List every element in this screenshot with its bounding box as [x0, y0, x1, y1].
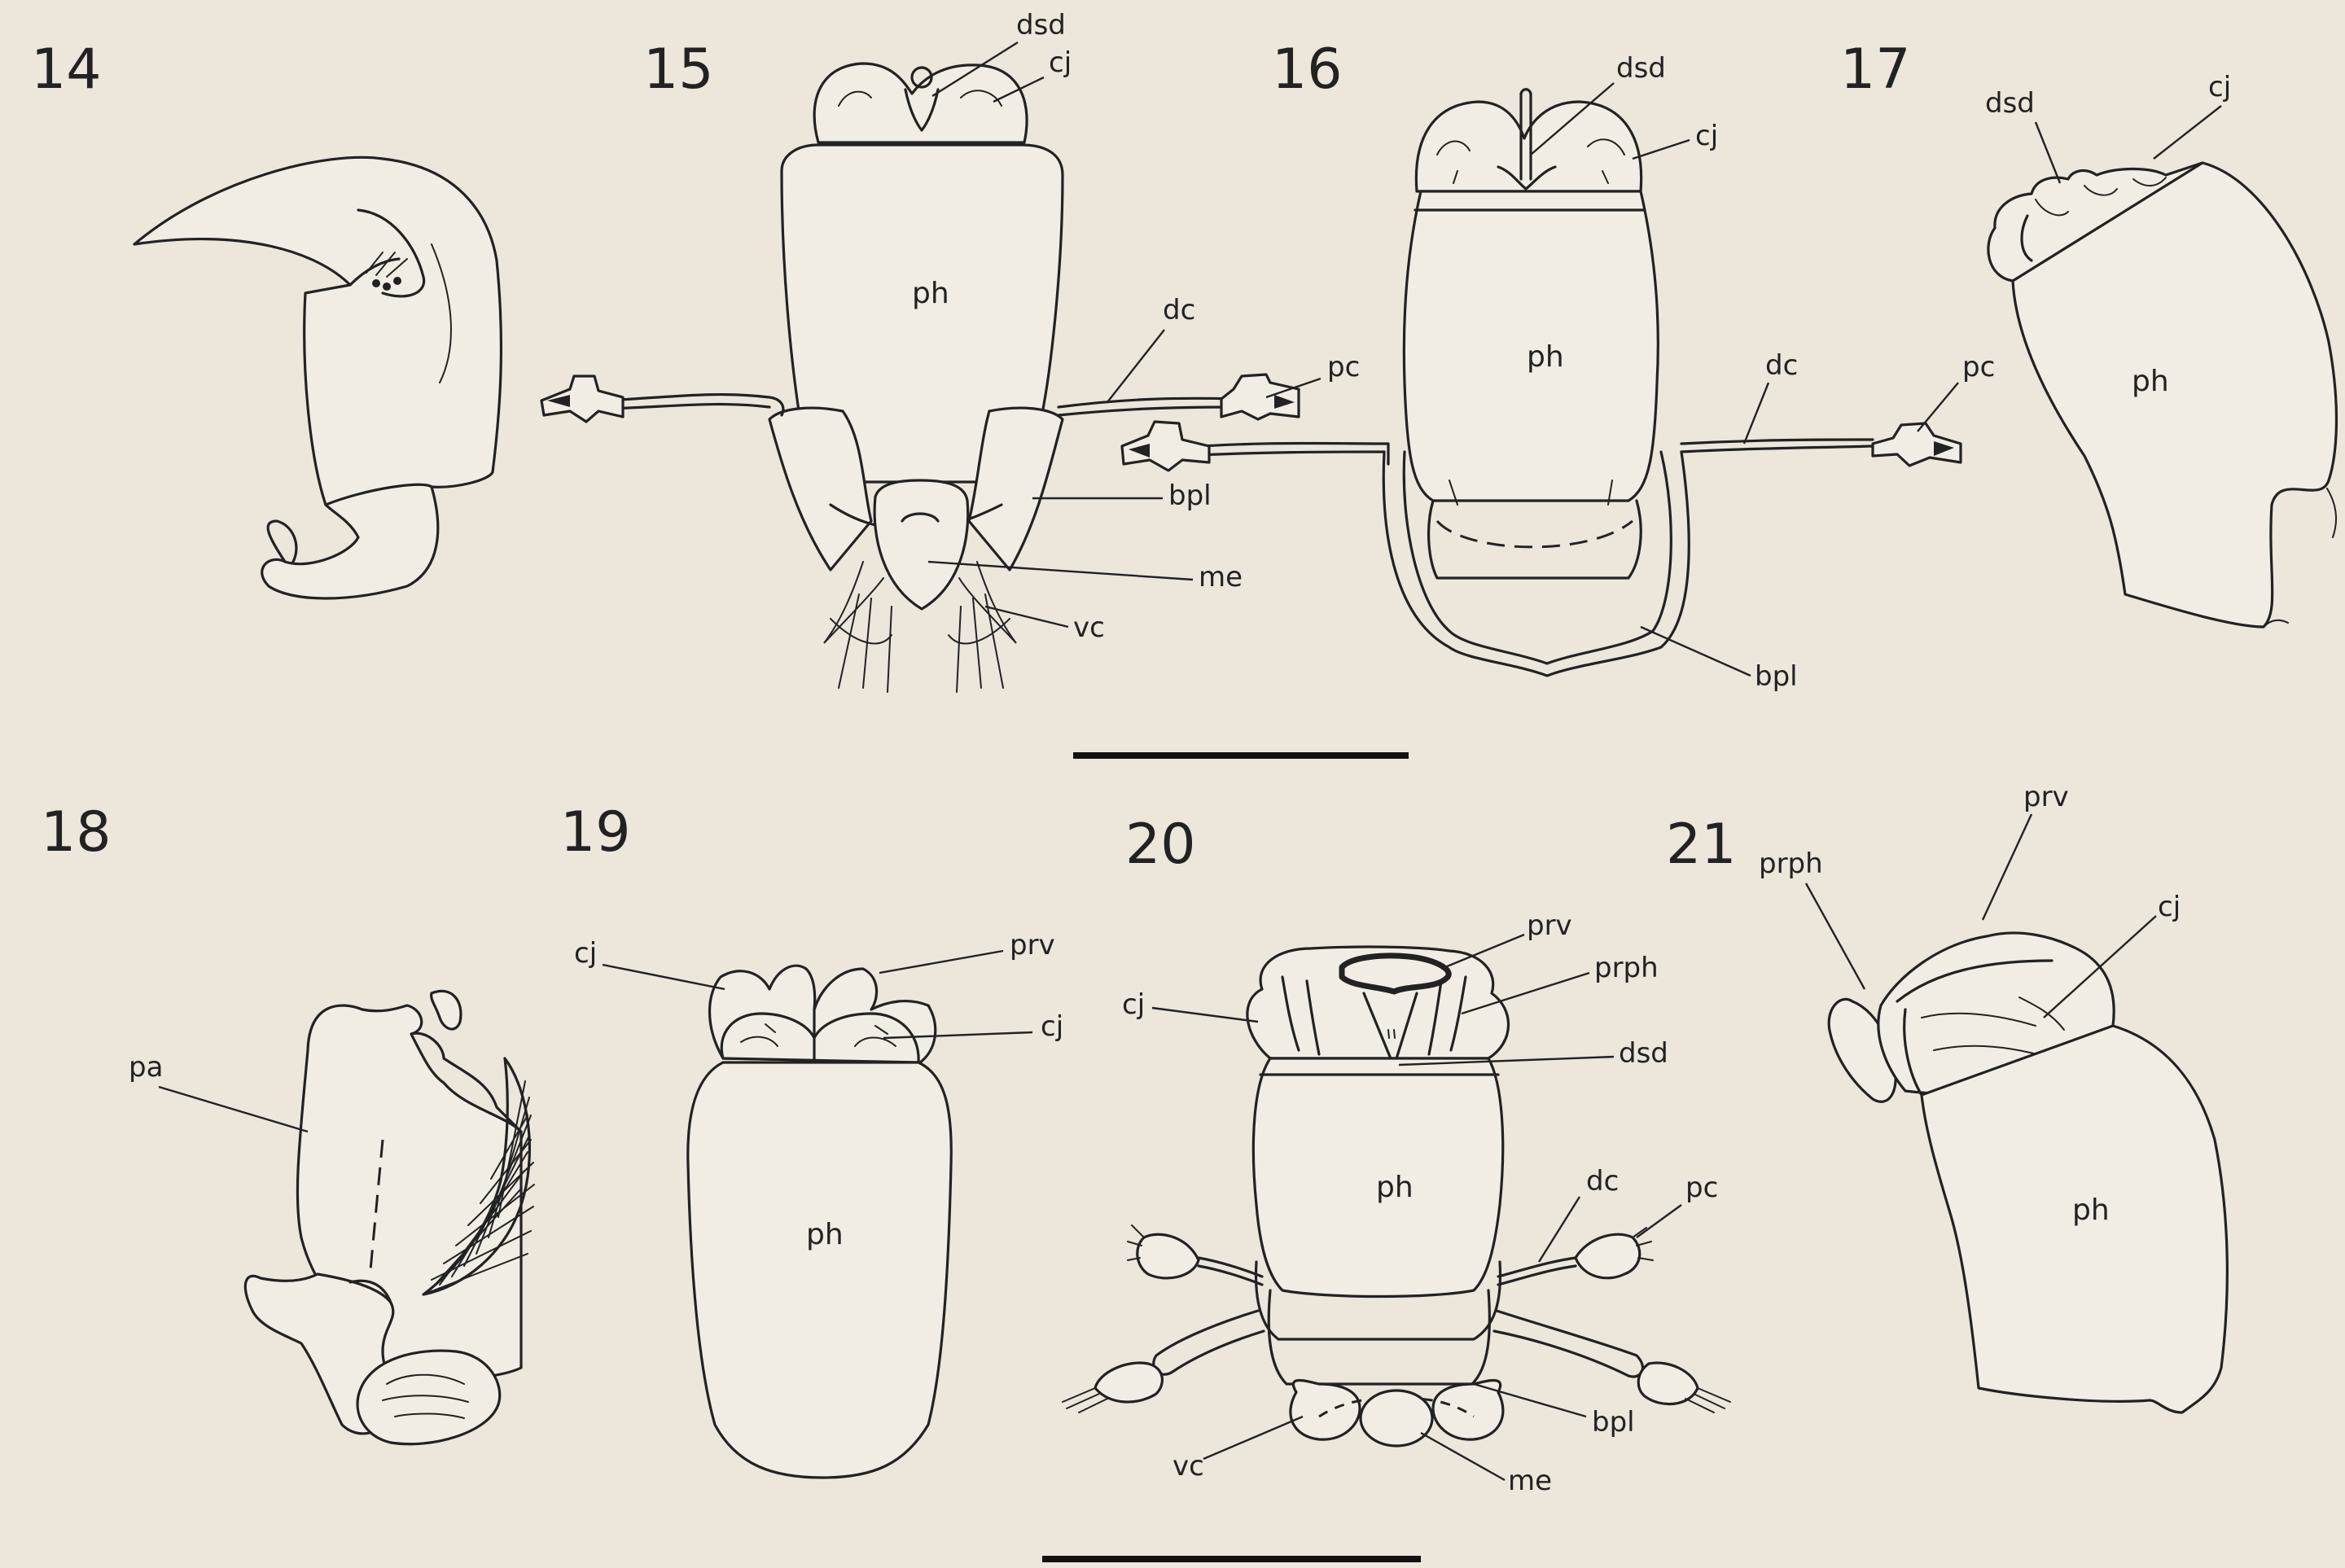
- fig19-conjunctiva: [710, 966, 936, 1067]
- figure-number-21: 21: [1666, 812, 1737, 877]
- fig15-label-bpl: bpl: [1168, 480, 1212, 512]
- figure-number-19: 19: [560, 800, 631, 865]
- figure-19-drawing: cj prv cj ph: [574, 929, 1063, 1478]
- fig20-label-prph: prph: [1594, 952, 1659, 984]
- figure-16-drawing: dsd cj ph dc pc bpl: [1122, 52, 1995, 693]
- fig15-label-me: me: [1199, 561, 1243, 593]
- fig15-median-element: [874, 480, 968, 609]
- fig15-label-pc: pc: [1327, 351, 1360, 383]
- fig20-median-element: [1361, 1391, 1432, 1446]
- figure-number-17: 17: [1840, 37, 1911, 102]
- fig15-label-vc: vc: [1073, 611, 1105, 644]
- fig20-label-dc: dc: [1586, 1165, 1619, 1198]
- figure-15-drawing: dsd cj ph dc pc bpl me vc: [541, 9, 1360, 692]
- fig15-label-ph: ph: [912, 277, 949, 310]
- fig17-label-dsd: dsd: [1985, 87, 2035, 120]
- fig16-conjunctiva: [1416, 90, 1641, 191]
- fig19-label-prv: prv: [1010, 929, 1055, 961]
- figure-number-16: 16: [1272, 37, 1343, 102]
- fig17-label-ph: ph: [2132, 365, 2169, 398]
- fig16-label-ph: ph: [1527, 340, 1564, 374]
- fig15-label-cj: cj: [1049, 46, 1072, 79]
- fig16-label-dc: dc: [1765, 349, 1798, 382]
- fig20-label-dsd: dsd: [1619, 1037, 1668, 1070]
- fig20-label-vc: vc: [1172, 1450, 1204, 1483]
- fig15-label-dc: dc: [1163, 294, 1195, 326]
- fig20-label-me: me: [1508, 1465, 1552, 1497]
- figure-number-18: 18: [41, 800, 112, 865]
- fig16-label-bpl: bpl: [1755, 660, 1798, 693]
- fig20-label-cj: cj: [1122, 988, 1145, 1021]
- figure-number-14: 14: [31, 37, 102, 102]
- fig17-label-cj: cj: [2208, 71, 2231, 103]
- fig20-label-ph: ph: [1376, 1171, 1414, 1204]
- figure-21-drawing: prv prph cj ph: [1759, 781, 2227, 1413]
- fig18-label-pa: pa: [129, 1051, 163, 1084]
- fig21-label-prv: prv: [2023, 781, 2069, 813]
- figure-14-drawing: [134, 157, 501, 598]
- fig20-label-pc: pc: [1685, 1172, 1718, 1204]
- figure-number-20: 20: [1125, 812, 1196, 877]
- fig16-label-dsd: dsd: [1616, 52, 1666, 85]
- fig19-label-cj-left: cj: [574, 937, 597, 970]
- fig21-label-cj: cj: [2158, 891, 2181, 923]
- figure-number-15: 15: [643, 37, 714, 102]
- fig16-label-cj: cj: [1695, 120, 1718, 152]
- fig20-label-prv: prv: [1527, 909, 1572, 942]
- fig21-label-ph: ph: [2072, 1194, 2110, 1227]
- fig19-label-cj-right: cj: [1041, 1010, 1063, 1043]
- figure-17-drawing: dsd cj ph: [1985, 71, 2336, 627]
- fig20-label-bpl: bpl: [1592, 1406, 1635, 1439]
- figure-18-drawing: pa: [129, 991, 534, 1443]
- fig15-label-dsd: dsd: [1016, 9, 1066, 42]
- fig16-label-pc: pc: [1962, 351, 1995, 383]
- fig15-conjunctiva: [814, 64, 1027, 142]
- figure-20-drawing: prv cj prph dsd ph dc pc bpl vc me: [1063, 909, 1730, 1497]
- fig20-conjunctiva: [1247, 947, 1509, 1067]
- fig19-label-ph: ph: [806, 1218, 844, 1251]
- fig21-label-prph: prph: [1759, 848, 1823, 880]
